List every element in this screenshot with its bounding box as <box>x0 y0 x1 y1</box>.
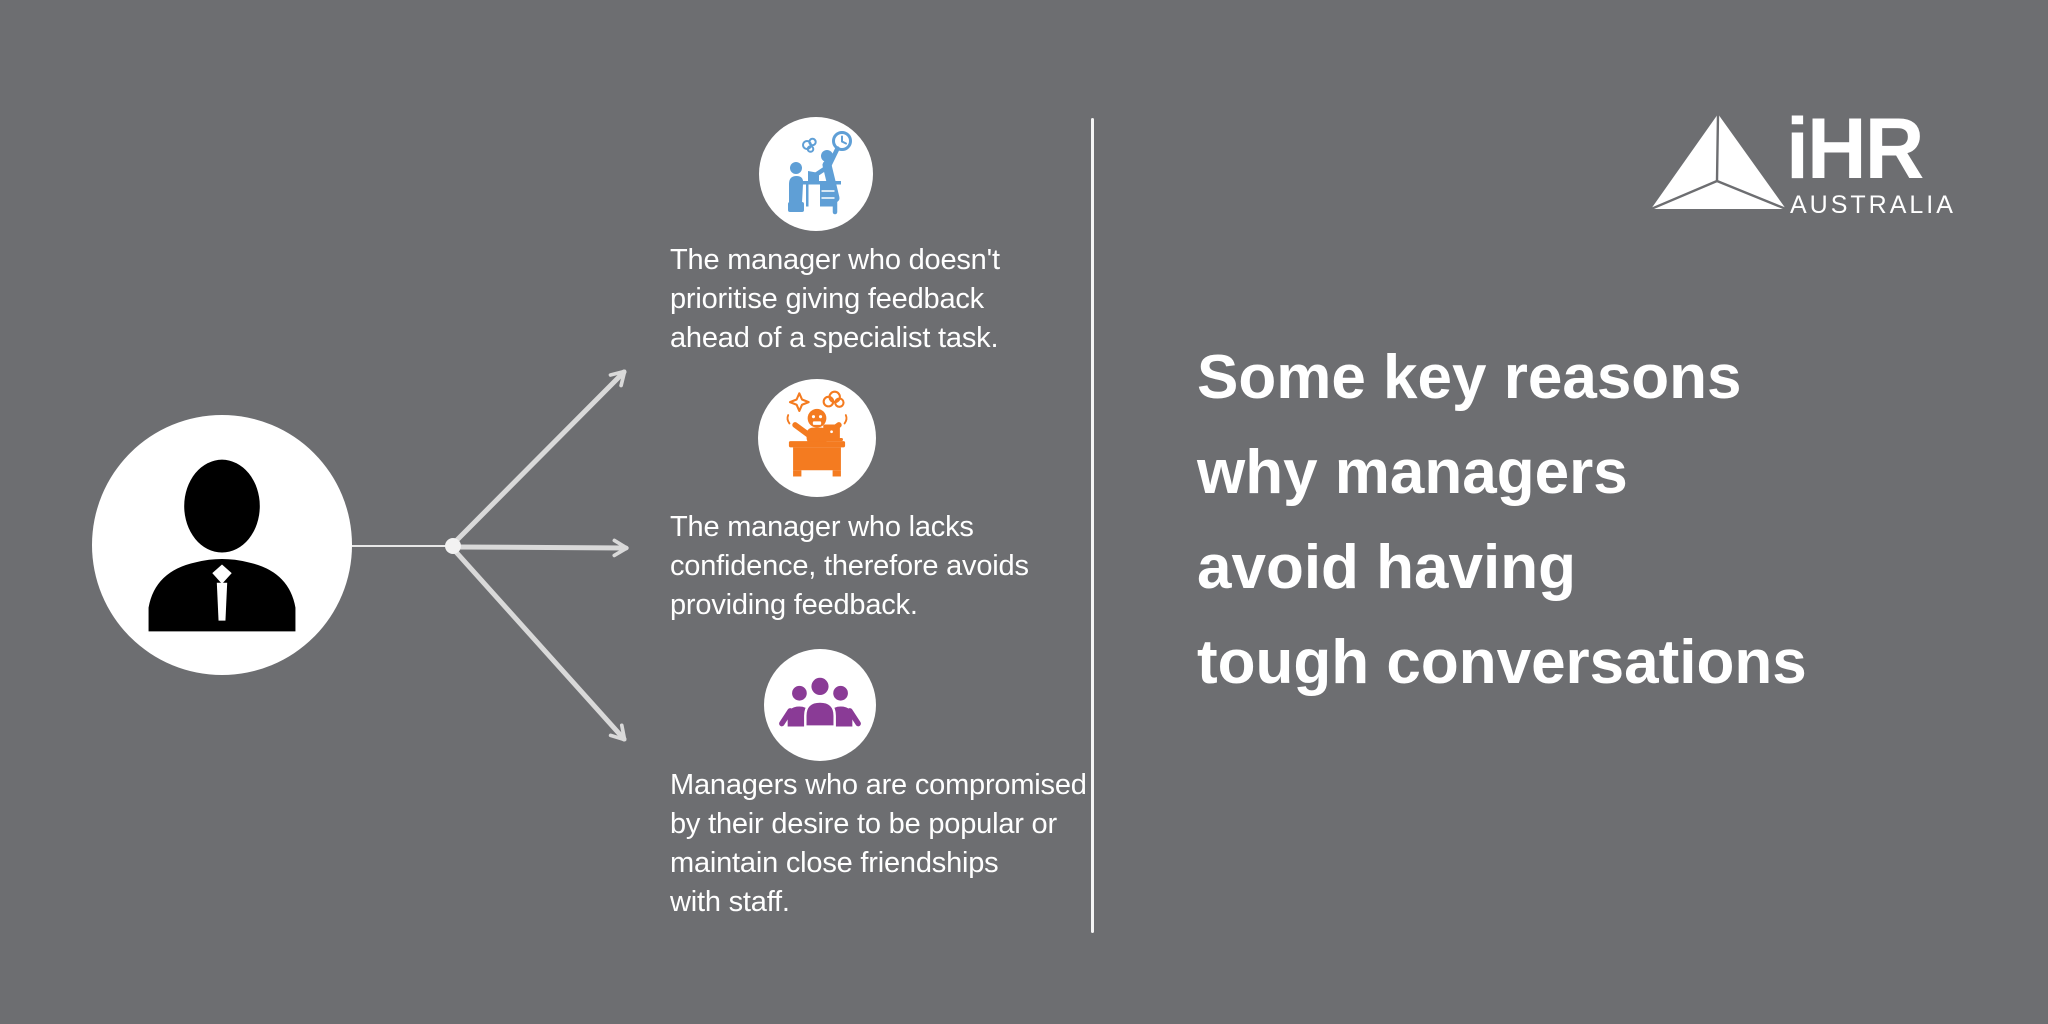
arrow-middle <box>455 538 629 558</box>
logo-region-text: AUSTRALIA <box>1790 191 1956 219</box>
reason-1-text: The manager who doesn't prioritise givin… <box>670 244 1000 354</box>
pyramid-triangle-logo-icon <box>1650 113 1787 210</box>
arrow-bottom <box>453 549 627 742</box>
manager-person-icon <box>148 459 296 632</box>
deadline-pressure-desk-icon <box>788 131 852 215</box>
reason-3-text: Managers who are compromised by their de… <box>670 769 1087 918</box>
reason-3-icon-circle <box>764 649 876 761</box>
logo-brand-text: iHR <box>1786 101 1924 197</box>
manager-node <box>92 415 352 675</box>
staff-group-icon <box>779 675 861 728</box>
ihr-australia-logo: iHR AUSTRALIA <box>1650 106 1960 221</box>
reason-2-text: The manager who lacks confidence, theref… <box>670 511 1029 621</box>
junction-dot <box>445 538 461 554</box>
arrow-top <box>453 369 627 544</box>
vertical-divider <box>1091 118 1094 933</box>
page-title: Some key reasons why managers avoid havi… <box>1197 343 1807 697</box>
frustrated-manager-at-desk-icon <box>786 390 848 477</box>
reason-2-icon-circle <box>758 379 876 497</box>
reason-1-icon-circle <box>759 117 873 231</box>
